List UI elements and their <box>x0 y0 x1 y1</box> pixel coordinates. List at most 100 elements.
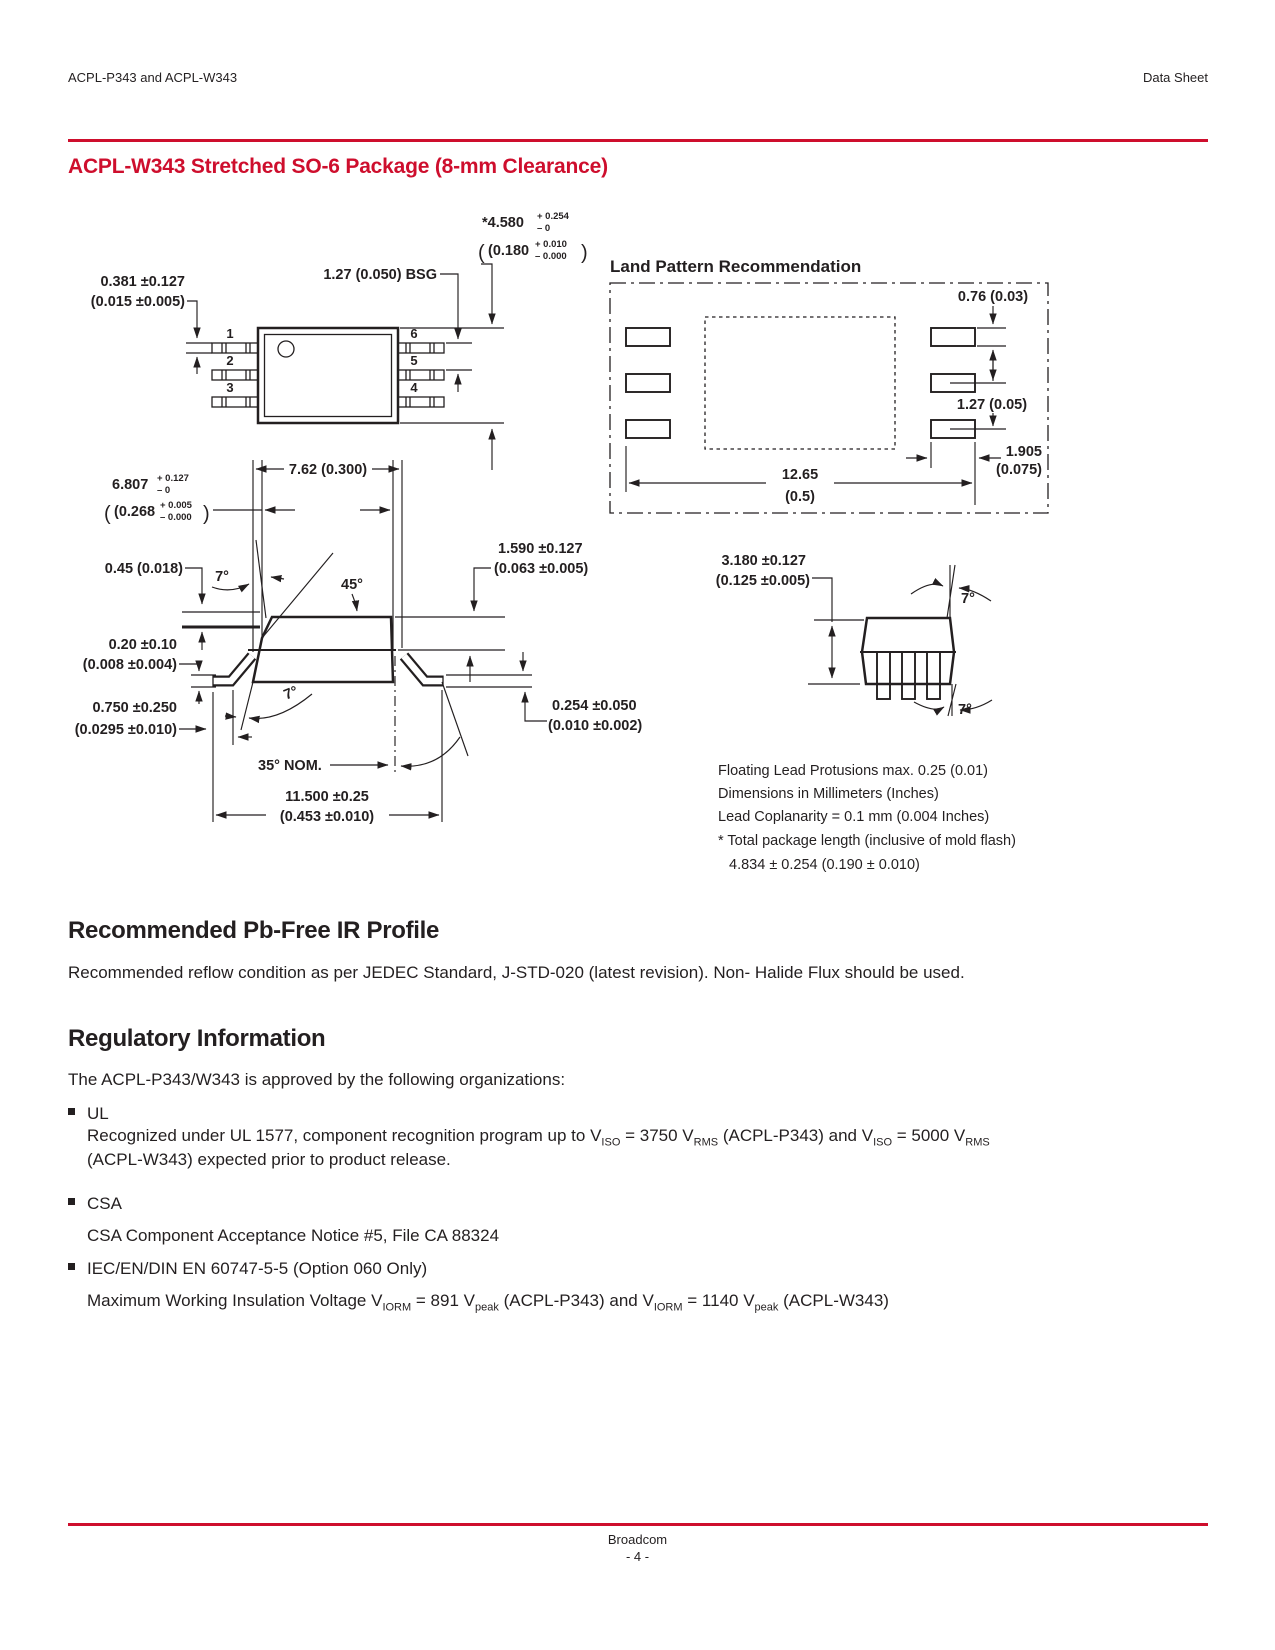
regulatory-intro: The ACPL-P343/W343 is approved by the fo… <box>68 1070 566 1089</box>
dim-lead-span: 6.807 + 0.127 – 0 ( (0.268 + 0.005 – 0.0… <box>104 473 391 525</box>
svg-text:6.807: 6.807 <box>112 477 148 493</box>
svg-text:+ 0.254: + 0.254 <box>537 211 570 222</box>
left-pins <box>211 342 259 408</box>
bullet-icon <box>68 1198 75 1205</box>
subscript: peak <box>474 1301 499 1314</box>
svg-text:7°: 7° <box>215 569 229 585</box>
dim-draft-angle-mid: 7° <box>224 677 313 731</box>
dim-foot-thickness: 0.254 ±0.050 (0.010 ±0.002) <box>446 652 642 734</box>
ir-profile-body: Recommended reflow condition as per JEDE… <box>68 963 965 982</box>
package-body-top <box>256 326 400 425</box>
note-line: 4.834 ± 0.254 (0.190 ± 0.010) <box>729 857 920 873</box>
pin-label-1: 1 <box>226 326 233 341</box>
pin-label-5: 5 <box>410 353 417 368</box>
svg-text:): ) <box>581 242 588 264</box>
svg-text:(0.268: (0.268 <box>114 504 155 520</box>
dim-draft-angle-top: 7° <box>211 539 285 619</box>
bullet-label-ul: UL <box>87 1104 109 1123</box>
bullet-label-csa: CSA <box>87 1194 122 1213</box>
subscript: ISO <box>873 1136 893 1149</box>
svg-text:(: ( <box>104 503 111 525</box>
subscript: IORM <box>382 1301 412 1314</box>
dim-overall-span: 11.500 ±0.25 (0.453 ±0.010) <box>212 690 443 825</box>
svg-text:– 0: – 0 <box>157 485 170 496</box>
svg-text:(0.075): (0.075) <box>996 462 1042 478</box>
page-title: ACPL-W343 Stretched SO-6 Package (8-mm C… <box>68 155 608 178</box>
subscript: RMS <box>965 1136 990 1149</box>
svg-text:0.20 ±0.10: 0.20 ±0.10 <box>109 637 177 653</box>
dim-end-height: 3.180 ±0.127 (0.125 ±0.005) <box>716 553 864 685</box>
component-outline <box>704 316 896 450</box>
footer-page-number: - 4 - <box>625 1549 650 1564</box>
footer-brand: Broadcom <box>607 1532 668 1547</box>
dim-package-length: *4.580 + 0.254 – 0 ( (0.180 + 0.010 – 0.… <box>400 211 588 470</box>
svg-text:1.27 (0.05): 1.27 (0.05) <box>957 397 1027 413</box>
svg-text:+ 0.127: + 0.127 <box>157 473 189 484</box>
svg-text:(0.453 ±0.010): (0.453 ±0.010) <box>280 809 374 825</box>
svg-text:*4.580: *4.580 <box>482 215 524 231</box>
dim-lead-thickness: 0.45 (0.018) <box>105 561 260 650</box>
svg-text:(0.125 ±0.005): (0.125 ±0.005) <box>716 573 810 589</box>
svg-text:(0.063 ±0.005): (0.063 ±0.005) <box>494 561 588 577</box>
side-leads <box>212 652 444 687</box>
pin-label-6: 6 <box>410 326 417 341</box>
dim-pitch-bsg: 1.27 (0.050) BSG <box>323 267 472 392</box>
svg-text:7.62 (0.300): 7.62 (0.300) <box>289 462 367 478</box>
svg-text:1.590 ±0.127: 1.590 ±0.127 <box>498 541 583 557</box>
dim-end-angle-bottom: 7° <box>913 683 993 718</box>
svg-text:(0.015 ±0.005): (0.015 ±0.005) <box>91 294 185 310</box>
svg-text:7°: 7° <box>961 591 975 607</box>
note-line: Floating Lead Protusions max. 0.25 (0.01… <box>718 763 988 779</box>
svg-text:1.905: 1.905 <box>1006 444 1042 460</box>
svg-text:3.180 ±0.127: 3.180 ±0.127 <box>721 553 806 569</box>
bullet-icon <box>68 1263 75 1270</box>
dim-pad-length: 1.905 (0.075) <box>906 442 1042 505</box>
svg-text:(0.010 ±0.002): (0.010 ±0.002) <box>548 718 642 734</box>
svg-text:0.76 (0.03): 0.76 (0.03) <box>958 289 1028 305</box>
end-view: 3.180 ±0.127 (0.125 ±0.005) 7° 7° <box>716 553 993 718</box>
bullet-icon <box>68 1108 75 1115</box>
subscript: ISO <box>601 1136 621 1149</box>
bullet-label-iec: IEC/EN/DIN EN 60747-5-5 (Option 060 Only… <box>87 1259 428 1278</box>
land-pattern: Land Pattern Recommendation 0.76 (0.03) <box>609 257 1049 514</box>
svg-text:0.254 ±0.050: 0.254 ±0.050 <box>552 698 637 714</box>
dim-body-height: 1.590 ±0.127 (0.063 ±0.005) <box>395 541 588 682</box>
header-left: ACPL-P343 and ACPL-W343 <box>68 70 238 85</box>
regulatory-heading: Regulatory Information <box>68 1025 326 1052</box>
svg-text:1.27 (0.050) BSG: 1.27 (0.050) BSG <box>323 267 437 283</box>
dim-chamfer-angle: 45° <box>261 552 363 639</box>
side-view: 7.62 (0.300) 6.807 + 0.127 – 0 ( (0.268 … <box>75 460 642 825</box>
svg-text:– 0.000: – 0.000 <box>160 512 192 523</box>
svg-text:0.45 (0.018): 0.45 (0.018) <box>105 561 183 577</box>
svg-text:+ 0.010: + 0.010 <box>535 239 567 250</box>
end-leads <box>876 651 941 700</box>
pin-label-3: 3 <box>226 380 233 395</box>
dim-lead-width: 0.381 ±0.127 (0.015 ±0.005) <box>91 274 212 374</box>
land-pattern-title: Land Pattern Recommendation <box>610 257 861 276</box>
bullet-body-iec: Maximum Working Insulation Voltage VIORM… <box>87 1291 889 1314</box>
drawing-notes: Floating Lead Protusions max. 0.25 (0.01… <box>718 763 1016 873</box>
svg-text:11.500 ±0.25: 11.500 ±0.25 <box>285 789 369 805</box>
svg-text:): ) <box>203 503 210 525</box>
ir-profile-heading: Recommended Pb-Free IR Profile <box>68 917 440 944</box>
svg-text:12.65: 12.65 <box>782 467 818 483</box>
pin1-indicator <box>277 340 295 358</box>
pin-label-4: 4 <box>410 380 418 395</box>
dim-lead-angle: 35° NOM. <box>258 656 469 775</box>
dim-body-width: 7.62 (0.300) <box>255 462 400 478</box>
svg-text:(0.5): (0.5) <box>785 489 815 505</box>
svg-text:45°: 45° <box>341 577 363 593</box>
top-view: 1 2 3 6 5 4 0.381 ±0.127 (0.015 ±0.005) … <box>91 211 588 470</box>
dim-end-angle-top: 7° <box>910 564 992 619</box>
note-line: Dimensions in Millimeters (Inches) <box>718 786 939 802</box>
bottom-divider <box>68 1523 1208 1526</box>
land-pads <box>625 327 976 439</box>
svg-text:35° NOM.: 35° NOM. <box>258 758 322 774</box>
svg-text:0.750 ±0.250: 0.750 ±0.250 <box>92 700 177 716</box>
svg-text:– 0: – 0 <box>537 223 550 234</box>
bullet-body-ul: Recognized under UL 1577, component reco… <box>87 1126 990 1169</box>
dim-foot-length: 0.750 ±0.250 (0.0295 ±0.010) <box>75 690 252 745</box>
header-right: Data Sheet <box>1142 70 1208 85</box>
dim-land-span: 12.65 (0.5) <box>625 446 973 505</box>
